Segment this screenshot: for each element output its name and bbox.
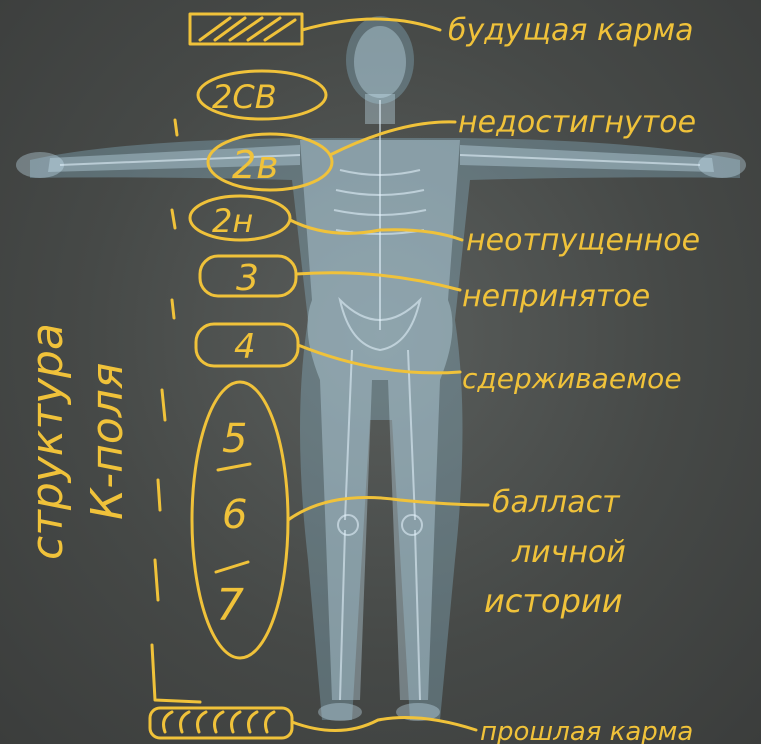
label-2n: неотпущенное [466, 223, 700, 258]
label-3: непринятое [462, 279, 650, 314]
badge-3: 3 [236, 258, 259, 299]
badge-2v: 2в [232, 143, 279, 187]
level-2sv: 2СВ [198, 71, 326, 119]
badge-2sv: 2СВ [212, 78, 277, 116]
label-past-karma: прошлая карма [480, 717, 693, 744]
title-line-2: К-поля [82, 363, 133, 520]
badge-2n: 2н [212, 202, 253, 240]
badge-4: 4 [234, 327, 256, 367]
badge-5: 5 [222, 416, 247, 462]
badge-7: 7 [216, 580, 244, 631]
left-bracket [152, 120, 200, 702]
vertical-title: структура К-поля [22, 323, 133, 560]
label-567-line-1: балласт [492, 485, 621, 520]
label-future-karma: будущая карма [448, 13, 694, 48]
label-567-line-3: истории [484, 582, 623, 620]
title-line-1: структура [22, 323, 73, 560]
label-2v: недостигнутое [458, 105, 696, 140]
label-567-line-2: личной [511, 535, 626, 570]
label-4: сдерживаемое [462, 362, 682, 395]
badge-6: 6 [222, 492, 247, 538]
